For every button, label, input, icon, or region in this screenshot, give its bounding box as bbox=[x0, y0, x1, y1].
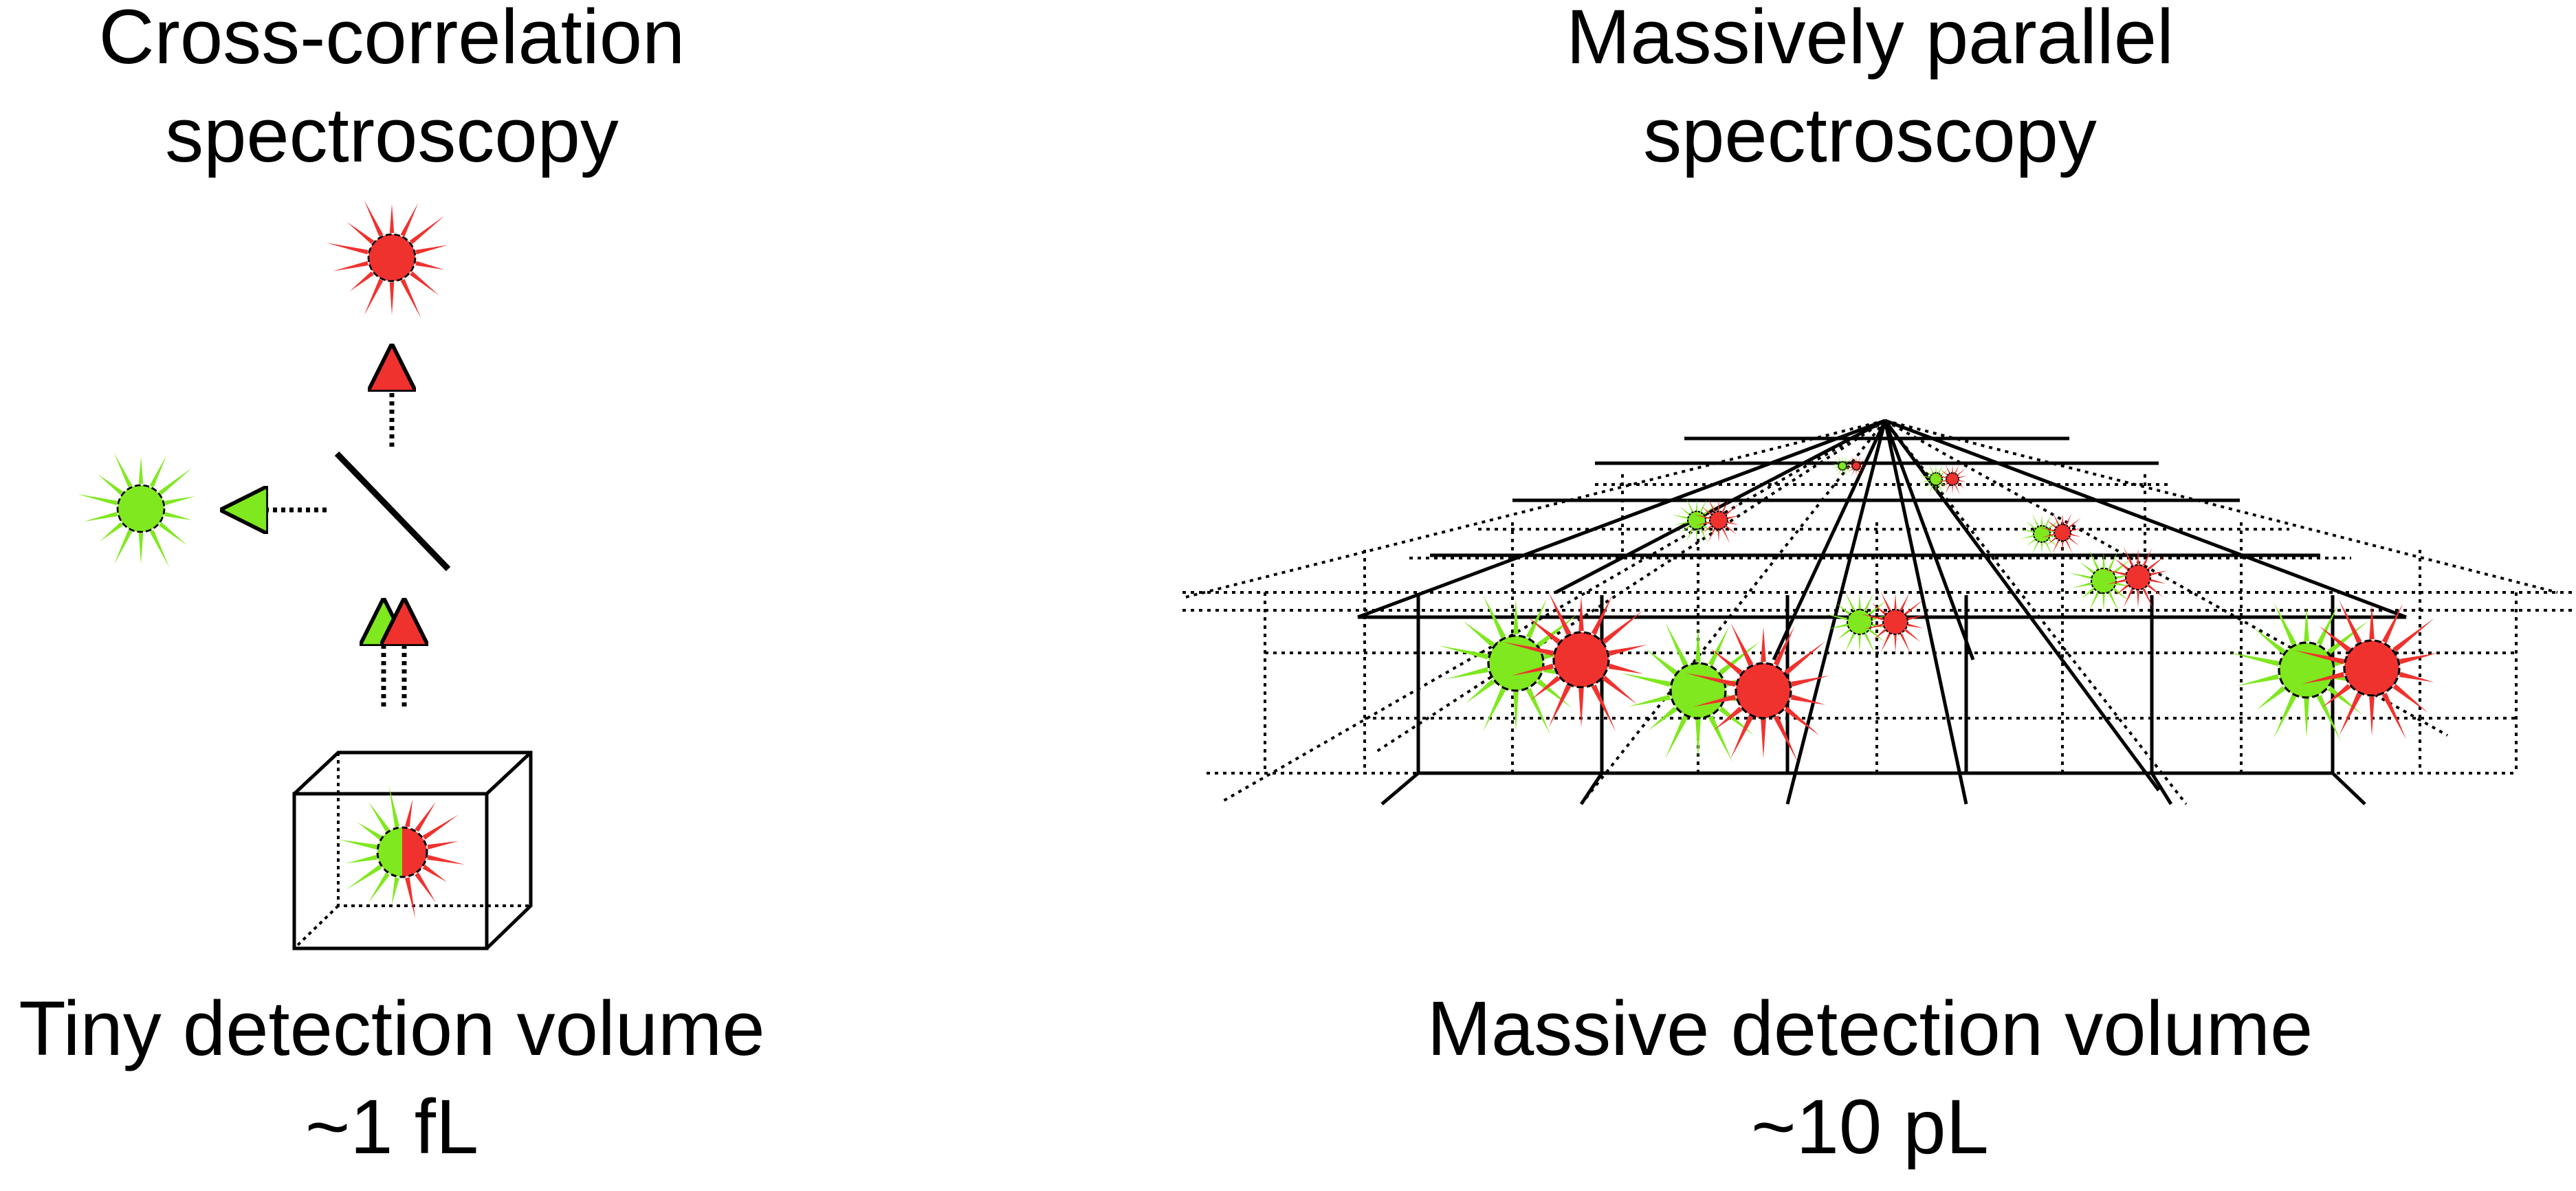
right-caption: Massive detection volume ~10 pL bbox=[1341, 979, 2399, 1177]
left-title: Cross-correlation spectroscopy bbox=[0, 0, 784, 185]
red-fluorophore-icon bbox=[326, 200, 448, 319]
left-caption-line2: ~1 fL bbox=[305, 1084, 479, 1170]
fluorophore-pair bbox=[1831, 456, 1867, 477]
fluorophore-pair bbox=[2018, 512, 2082, 556]
dichroic-mirror bbox=[334, 451, 451, 572]
left-title-line1: Cross-correlation bbox=[98, 0, 685, 80]
dual-color-fluorophore-icon bbox=[339, 786, 465, 919]
left-caption-line1: Tiny detection volume bbox=[19, 986, 765, 1071]
fluorophore-pair bbox=[1918, 463, 1968, 496]
left-title-line2: spectroscopy bbox=[165, 92, 619, 179]
perspective-grid bbox=[1182, 419, 2576, 805]
green-fluorophore-icon bbox=[77, 452, 195, 568]
fluorophore-pair bbox=[1825, 591, 1926, 655]
right-caption-line1: Massive detection volume bbox=[1427, 986, 2313, 1071]
left-panel bbox=[77, 200, 533, 950]
fluorophore-pair bbox=[1438, 591, 1648, 735]
left-caption: Tiny detection volume ~1 fL bbox=[0, 979, 784, 1177]
right-panel bbox=[1182, 419, 2576, 805]
right-title-line1: Massively parallel bbox=[1566, 0, 2174, 80]
right-title-line2: spectroscopy bbox=[1643, 92, 2097, 179]
right-title: Massively parallel spectroscopy bbox=[1341, 0, 2399, 185]
fluorophore-pair bbox=[2069, 546, 2168, 614]
detection-volume-cube bbox=[292, 750, 533, 950]
fluorophore-pair bbox=[1671, 498, 1741, 544]
fluorophore-pair bbox=[2228, 599, 2439, 742]
fluorophore-pairs bbox=[1438, 456, 2439, 763]
fluorophore-pair bbox=[1620, 622, 1830, 763]
right-caption-line2: ~10 pL bbox=[1751, 1084, 1989, 1170]
